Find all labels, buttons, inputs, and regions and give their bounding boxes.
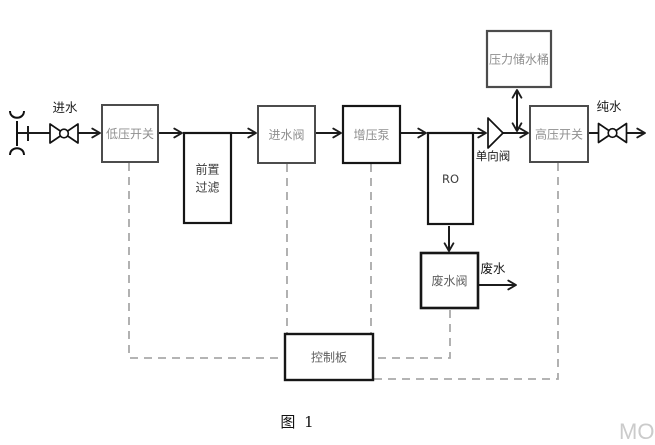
figure-caption: 图 1 bbox=[280, 413, 316, 431]
box-high-pressure-switch: 高压开关 bbox=[529, 105, 589, 163]
box-label: 废水阀 bbox=[431, 273, 467, 288]
box-ro-membrane: RO bbox=[426, 131, 475, 226]
faucet-stroke bbox=[9, 110, 25, 119]
box-label: 过滤 bbox=[195, 181, 219, 195]
label-check-valve: 单向阀 bbox=[476, 149, 511, 163]
box-control-board: 控制板 bbox=[283, 332, 375, 382]
box-label: 增压泵 bbox=[353, 128, 389, 142]
box-label: 前置 bbox=[195, 162, 219, 177]
label-inlet-water: 进水 bbox=[52, 100, 78, 115]
box-inlet-valve: 进水阀 bbox=[257, 105, 316, 164]
box-label: 控制板 bbox=[311, 351, 347, 365]
water-source-symbol bbox=[9, 110, 25, 156]
box-label: RO bbox=[442, 172, 459, 186]
box-pressure-tank: 压力储水桶 bbox=[485, 29, 553, 89]
box-booster-pump: 增压泵 bbox=[341, 104, 402, 165]
faucet-stroke bbox=[9, 147, 25, 156]
label-pure-water: 纯水 bbox=[596, 99, 622, 114]
inlet-valve-symbol bbox=[49, 123, 79, 144]
box-label: 进水阀 bbox=[268, 128, 304, 142]
watermark: MO bbox=[619, 419, 655, 444]
box-waste-valve: 废水阀 bbox=[419, 251, 480, 310]
box-label: 高压开关 bbox=[535, 127, 583, 142]
box-label: 压力储水桶 bbox=[489, 52, 549, 67]
dash-lps-to-control bbox=[128, 163, 284, 359]
dash-wastevalve-to-control bbox=[374, 310, 451, 359]
box-label: 低压开关 bbox=[106, 127, 154, 141]
check-valve-symbol bbox=[487, 117, 504, 149]
pure-water-valve-symbol bbox=[597, 122, 628, 144]
label-waste-water: 废水 bbox=[480, 261, 506, 276]
box-low-pressure-switch: 低压开关 bbox=[101, 104, 159, 163]
dash-hps-to-control bbox=[374, 163, 559, 380]
